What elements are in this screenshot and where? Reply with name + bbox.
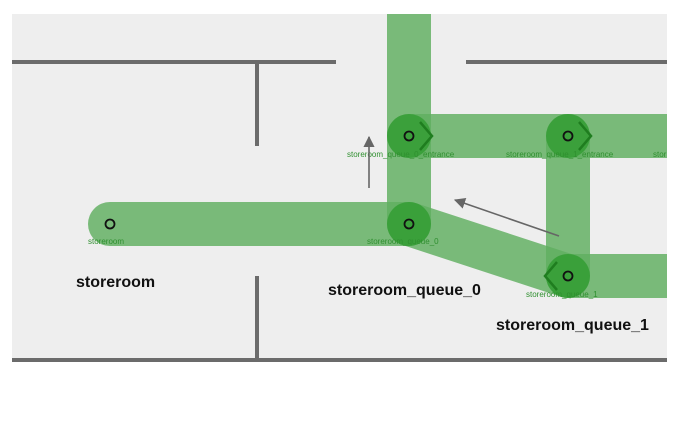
waypoint-marker-icon[interactable] xyxy=(403,218,415,230)
waypoint-label-queue-0: storeroom_queue_0 xyxy=(367,237,439,246)
waypoint-label-queue-1-entrance: storeroom_queue_1_entrance xyxy=(506,150,614,159)
walls xyxy=(12,60,667,362)
direction-arrows xyxy=(363,135,560,237)
waypoint-halos xyxy=(387,114,590,298)
direction-arrow-icon xyxy=(453,198,560,237)
waypoint-marker-icon[interactable] xyxy=(104,218,116,230)
waypoint-label-edge: stor xyxy=(653,150,667,159)
waypoint-halo-queue-1-entrance xyxy=(546,114,590,158)
waypoint-marker-icon[interactable] xyxy=(562,130,574,142)
room-labels: storeroom storeroom_queue_0 storeroom_qu… xyxy=(76,274,649,334)
room-label-queue-1: storeroom_queue_1 xyxy=(496,317,649,334)
waypoint-label-queue-1: storeroom_queue_1 xyxy=(526,290,598,299)
waypoint-label-storeroom: storeroom xyxy=(88,237,124,246)
waypoint-markers xyxy=(104,130,574,282)
waypoint-label-queue-0-entrance: storeroom_queue_0_entrance xyxy=(347,150,455,159)
orientation-chevrons xyxy=(419,121,593,291)
waypoint-labels: storeroom storeroom_queue_0_entrance sto… xyxy=(88,150,667,299)
chevron-right-icon xyxy=(578,121,593,151)
chevron-right-icon xyxy=(419,121,434,151)
waypoint-marker-icon[interactable] xyxy=(403,130,415,142)
chevron-left-icon xyxy=(543,261,558,291)
waypoint-halo-queue-0-entrance xyxy=(387,114,431,158)
waypoint-marker-icon[interactable] xyxy=(562,270,574,282)
room-label-storeroom: storeroom xyxy=(76,274,155,291)
waypoint-halo-queue-1 xyxy=(546,254,590,298)
waypoint-halo-queue-0 xyxy=(387,202,431,246)
room-label-queue-0: storeroom_queue_0 xyxy=(328,282,481,299)
lane-queue-0-to-queue-1[interactable] xyxy=(387,202,590,298)
